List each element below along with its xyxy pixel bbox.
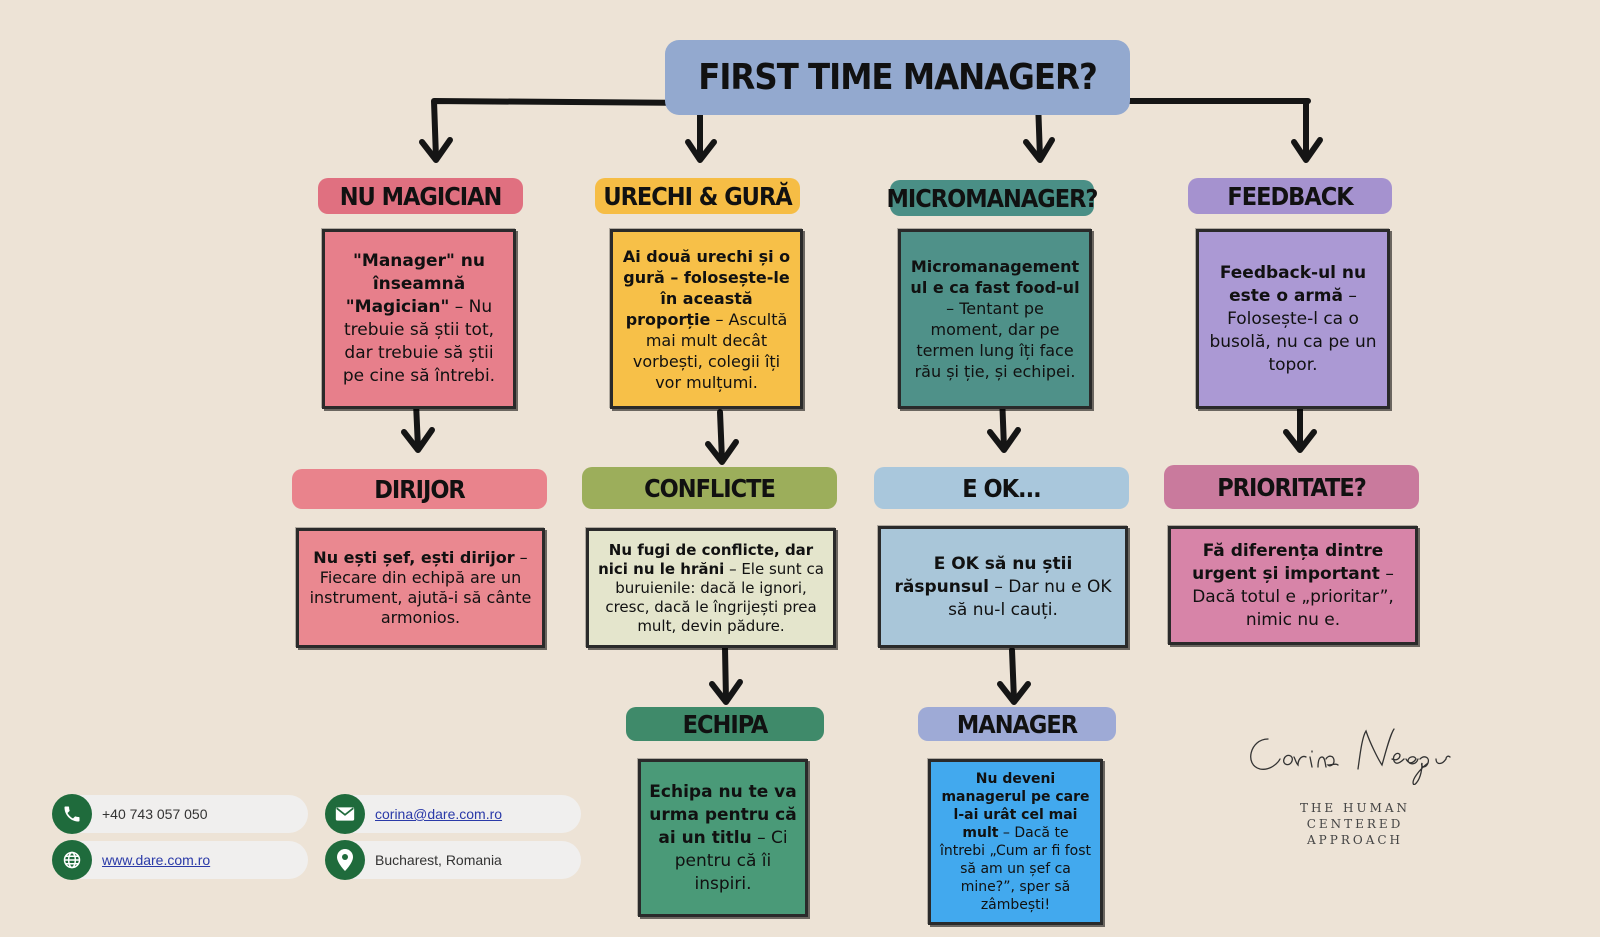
label-conflicte: CONFLICTE — [582, 467, 837, 509]
box-feedback: Feedback-ul nu este o armă – Folosește-l… — [1196, 229, 1390, 409]
arrow-to-dirijor — [413, 400, 421, 451]
label-urechi-gura: URECHI & GURĂ — [595, 178, 800, 214]
label-prioritate: PRIORITATE? — [1164, 465, 1419, 509]
box-e-ok: E OK să nu știi răspunsul – Dar nu e OK … — [878, 526, 1128, 648]
contact-email[interactable]: corina@dare.com.ro — [325, 794, 581, 834]
contact-website[interactable]: www.dare.com.ro — [52, 840, 308, 880]
arrow-head-e-ok — [987, 427, 1021, 453]
box-conflicte: Nu fugi de conflicte, dar nici nu le hră… — [586, 528, 836, 648]
text-strong: Nu deveni managerul pe care l-ai urât ce… — [941, 771, 1090, 841]
tagline: THE HUMAN CENTERED APPROACH — [1290, 800, 1420, 848]
text-strong: Fă diferența dintre urgent și important — [1192, 540, 1384, 584]
box-echipa: Echipa nu te va urma pentru că ai un tit… — [638, 759, 808, 917]
label-echipa: ECHIPA — [626, 707, 824, 741]
arrow-head-conflicte — [705, 439, 739, 465]
text-body: – Ascultă mai mult decât vorbești, coleg… — [632, 309, 788, 392]
phone-icon — [52, 794, 92, 834]
text-strong: Nu ești șef, ești dirijor — [313, 548, 515, 567]
label-feedback: FEEDBACK — [1188, 178, 1392, 214]
tagline-line-1: THE HUMAN — [1299, 801, 1411, 815]
text-strong: Feedback-ul nu este o armă — [1219, 262, 1367, 306]
text-strong: Nu fugi de conflicte, dar nici nu le hră… — [598, 540, 814, 578]
text-body: – Dacă totul e „prioritar”, nimic nu e. — [1192, 563, 1394, 630]
box-nu-magician: "Manager" nu înseamnă "Magician" – Nu tr… — [322, 229, 516, 409]
text-body: – Ele sunt ca buruienile: dacă le ignori… — [605, 559, 824, 635]
label-micromanager: MICROMANAGER? — [887, 180, 1098, 216]
arrow-head-dirijor — [401, 427, 435, 453]
location-pin-icon — [325, 840, 365, 880]
arrow-head-feedback — [1291, 137, 1323, 163]
email-link[interactable]: corina@dare.com.ro — [375, 806, 503, 822]
text-body: – Dacă te întrebi „Cum ar fi fost să am … — [939, 825, 1092, 913]
signature-image — [1250, 728, 1451, 785]
phone-number: +40 743 057 050 — [102, 806, 208, 822]
arrow-head-echipa — [709, 679, 743, 705]
text-body: – Ci pentru că îi inspiri. — [674, 827, 788, 894]
arrow-head-prioritate — [1283, 429, 1317, 453]
contact-phone[interactable]: +40 743 057 050 — [52, 794, 308, 834]
label-manager: MANAGER — [918, 707, 1116, 741]
arrow-head-nu-magician — [419, 137, 453, 163]
arrow-head-urechi-gura — [685, 139, 717, 163]
arrow-to-nu-magician — [431, 98, 703, 161]
box-micromanager: Micromanagement ul e ca fast food-ul – T… — [898, 229, 1092, 409]
text-body: – Tentant pe moment, dar pe termen lung … — [914, 299, 1076, 381]
text-strong: "Manager" nu înseamnă "Magician" — [345, 251, 485, 317]
tagline-line-3: APPROACH — [1307, 833, 1403, 847]
location-text: Bucharest, Romania — [375, 852, 502, 868]
contact-location[interactable]: Bucharest, Romania — [325, 840, 581, 880]
box-manager: Nu deveni managerul pe care l-ai urât ce… — [928, 759, 1103, 925]
box-urechi-gura: Ai două urechi și o gură – folosește-le … — [610, 229, 803, 409]
arrow-head-manager — [997, 681, 1031, 705]
page-title: FIRST TIME MANAGER? — [665, 40, 1130, 115]
text-strong: Echipa nu te va urma pentru că ai un tit… — [649, 781, 797, 848]
tagline-line-2: CENTERED — [1306, 817, 1404, 831]
label-e-ok: E OK... — [874, 467, 1129, 509]
text-strong: E OK să nu știi răspunsul — [894, 553, 1073, 597]
arrow-to-conflicte — [717, 409, 725, 463]
arrow-head-micromanager — [1023, 137, 1055, 163]
text-strong: Micromanagement ul e ca fast food-ul — [910, 257, 1080, 297]
text-body: – Nu trebuie să știi tot, dar trebuie să… — [342, 297, 496, 386]
text-strong: Ai două urechi și o gură – folosește-le … — [622, 246, 791, 329]
box-dirijor: Nu ești șef, ești dirijor – Fiecare din … — [296, 528, 545, 648]
label-dirijor: DIRIJOR — [292, 469, 547, 509]
arrow-to-manager — [1009, 647, 1017, 703]
text-body: – Folosește-l ca o busolă, nu ca pe un t… — [1209, 285, 1377, 375]
text-body: – Dar nu e OK să nu-l cauți. — [948, 576, 1112, 620]
text-body: – Fiecare din echipă are un instrument, … — [309, 548, 532, 627]
box-prioritate: Fă diferența dintre urgent și important … — [1168, 526, 1418, 645]
arrow-to-echipa — [722, 645, 729, 703]
globe-icon — [52, 840, 92, 880]
label-nu-magician: NU MAGICIAN — [318, 178, 523, 214]
envelope-icon — [325, 794, 365, 834]
website-link[interactable]: www.dare.com.ro — [102, 852, 211, 868]
